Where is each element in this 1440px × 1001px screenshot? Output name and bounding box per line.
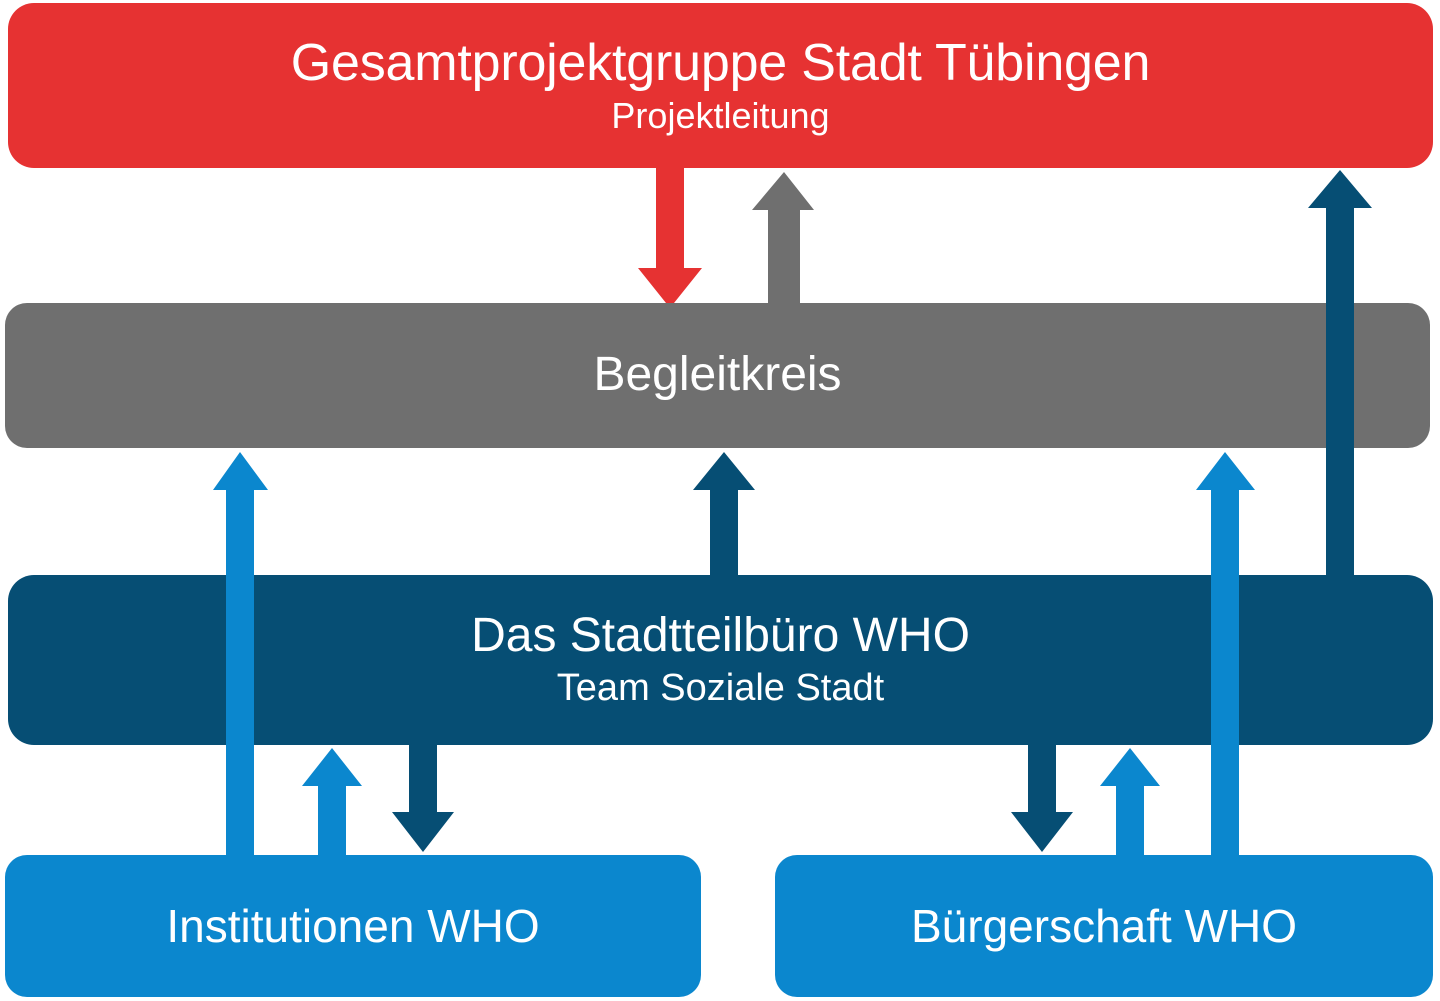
node-gesamtprojektgruppe[interactable] bbox=[8, 3, 1433, 168]
arrow-overlay-stadtteilbuero-gesamtprojektgruppe bbox=[1326, 300, 1354, 452]
arrow-stadtteilbuero-to-buergerschaft bbox=[1011, 740, 1073, 852]
node-begleitkreis[interactable] bbox=[5, 303, 1430, 448]
node-stadtteilbuero[interactable] bbox=[8, 575, 1433, 745]
arrow-overlay-buergerschaft-begleitkreis bbox=[1211, 572, 1239, 748]
node-institutionen[interactable] bbox=[5, 855, 701, 997]
arrow-overlay-institutionen-begleitkreis bbox=[226, 572, 254, 748]
arrow-stadtteilbuero-to-institutionen bbox=[392, 740, 454, 852]
node-buergerschaft[interactable] bbox=[775, 855, 1433, 997]
arrow-begleitkreis-to-gesamtprojektgruppe bbox=[752, 172, 814, 310]
arrow-stadtteilbuero-to-gesamtprojektgruppe bbox=[1308, 170, 1372, 745]
arrow-stadtteilbuero-to-begleitkreis bbox=[693, 452, 755, 600]
arrow-institutionen-to-stadtteilbuero bbox=[302, 748, 362, 880]
arrow-buergerschaft-to-stadtteilbuero bbox=[1100, 748, 1160, 880]
arrow-gesamtprojektgruppe-to-begleitkreis bbox=[638, 165, 702, 308]
